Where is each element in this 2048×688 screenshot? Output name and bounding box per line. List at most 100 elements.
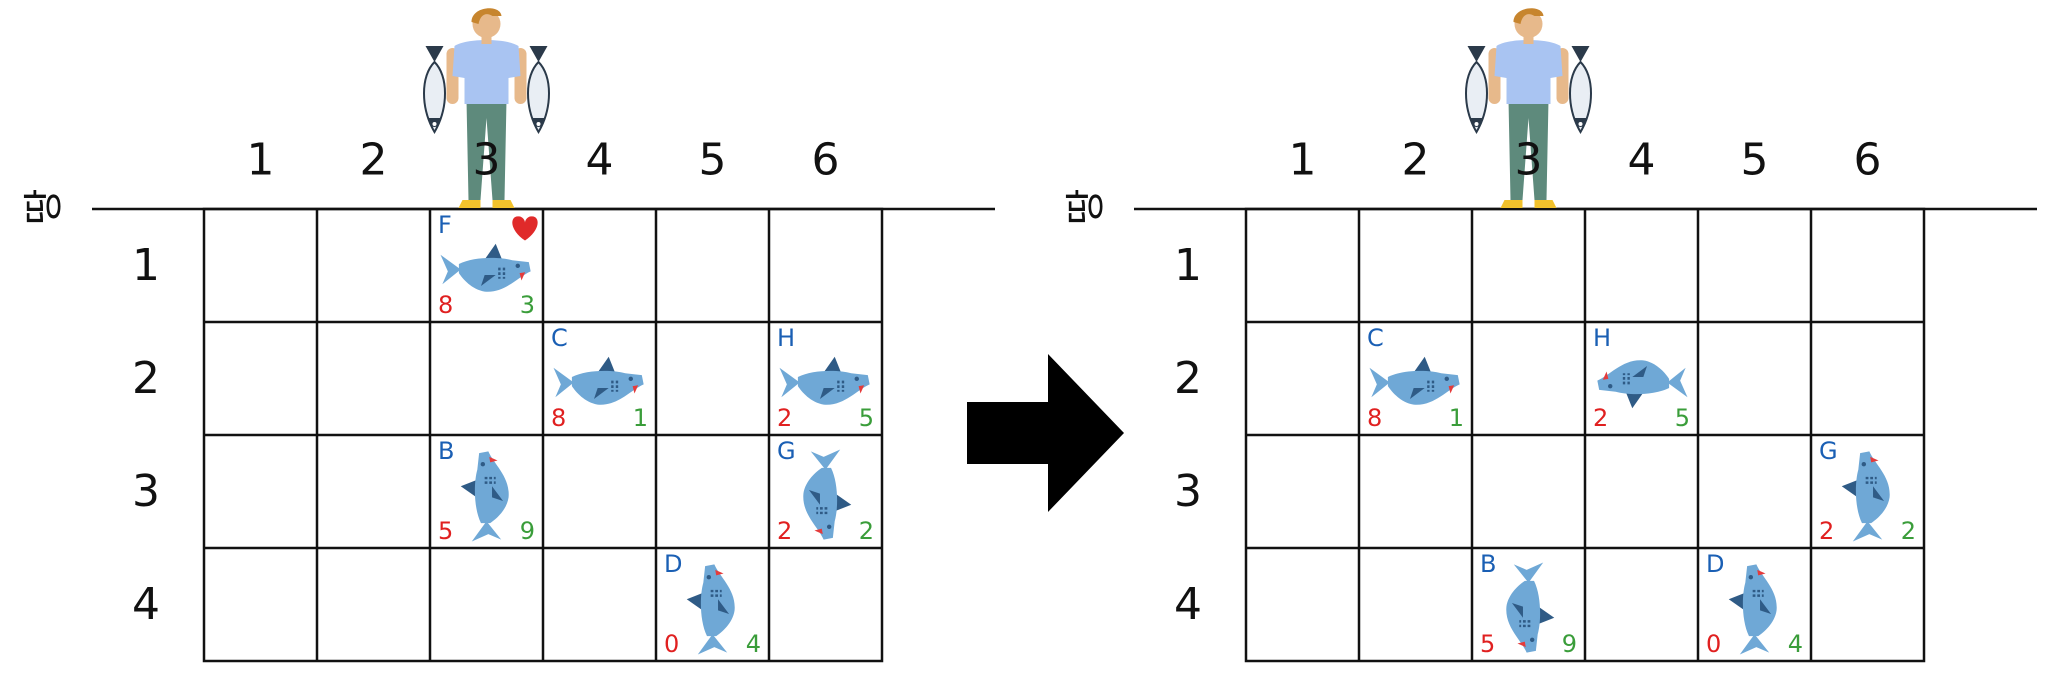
shark-eye: [826, 524, 832, 529]
person-shoe-right: [492, 200, 515, 208]
fish-tail: [1467, 46, 1486, 62]
person-shoe-left: [1500, 200, 1523, 208]
shark-tail: [471, 521, 502, 542]
shark-dorsal-fin: [1841, 478, 1861, 500]
row-label-4: 4: [132, 579, 160, 630]
person-shoe-left: [458, 200, 481, 208]
shark-mouth: [1757, 569, 1766, 576]
column-label-4: 4: [586, 135, 614, 186]
shark-eye: [1529, 637, 1535, 642]
fish-eye: [1474, 122, 1479, 126]
shark-pectoral-fin: [480, 275, 496, 287]
shark-red-number: 2: [1819, 517, 1834, 545]
fish-eye: [1578, 122, 1583, 126]
shark-red-number: 8: [438, 291, 453, 319]
row-label-3: 3: [132, 466, 160, 517]
row-label-1: 1: [132, 240, 160, 291]
shark-id-label: G: [1819, 437, 1838, 465]
shark-dorsal-fin: [1624, 389, 1646, 409]
person-pants: [466, 100, 507, 200]
shark-body: [797, 370, 870, 405]
person-shoe-right: [1534, 200, 1557, 208]
shark-body: [458, 257, 531, 292]
shark-green-number: 4: [746, 630, 761, 658]
shark-dorsal-fin: [595, 356, 617, 376]
shark-cell-D: D 0 4: [664, 550, 761, 658]
column-label-5: 5: [699, 135, 727, 186]
shark-mouth: [632, 385, 639, 394]
shark-red-number: 8: [551, 404, 566, 432]
shark-tail: [1739, 634, 1770, 655]
shark-icon: [1597, 360, 1688, 409]
shark-icon: [1506, 562, 1555, 653]
shark-mouth: [489, 456, 498, 463]
person-shirt: [452, 40, 521, 104]
shark-green-number: 9: [520, 517, 535, 545]
shark-dorsal-fin: [832, 491, 852, 513]
shark-red-number: 8: [1367, 404, 1382, 432]
fish-body: [1569, 60, 1592, 134]
fish-eye: [432, 122, 437, 126]
person-neck: [481, 34, 492, 44]
shark-eye: [1608, 383, 1613, 389]
shark-dorsal-fin: [821, 356, 843, 376]
shark-eye: [706, 575, 712, 580]
column-label-2: 2: [360, 135, 388, 186]
shark-body: [571, 370, 644, 405]
shark-id-label: C: [1367, 324, 1384, 352]
shark-body: [474, 451, 509, 524]
shark-body: [1742, 564, 1777, 637]
shark-id-label: C: [551, 324, 568, 352]
heart-icon: [512, 216, 538, 241]
shark-green-number: 9: [1562, 630, 1577, 658]
shark-red-number: 2: [1593, 404, 1608, 432]
fish-icon: [1465, 46, 1488, 134]
shark-body: [1506, 580, 1541, 653]
shark-tail: [440, 254, 461, 285]
shark-id-label: B: [438, 437, 454, 465]
shark-icon: [686, 564, 735, 655]
fish-icon: [1569, 46, 1592, 134]
shark-id-label: H: [777, 324, 795, 352]
shark-green-number: 1: [1449, 404, 1464, 432]
shark-tail: [553, 367, 574, 398]
shark-id-label: H: [1593, 324, 1611, 352]
shark-tail: [779, 367, 800, 398]
column-label-1: 1: [1289, 135, 1317, 186]
shark-red-number: 0: [1706, 630, 1721, 658]
shark-tail: [697, 634, 728, 655]
shark-mouth: [519, 272, 526, 281]
shark-icon: [460, 451, 509, 542]
fish-icon: [527, 46, 550, 134]
shark-green-number: 5: [859, 404, 874, 432]
shark-red-number: 2: [777, 517, 792, 545]
right-arrow-shape: [967, 354, 1124, 512]
column-label-5: 5: [1741, 135, 1769, 186]
shark-cell-B: B 5 9: [1480, 550, 1577, 658]
shark-id-label: B: [1480, 550, 1496, 578]
shark-red-number: 0: [664, 630, 679, 658]
shark-eye: [1748, 575, 1754, 580]
shark-green-number: 2: [1901, 517, 1916, 545]
shark-body: [1597, 360, 1670, 395]
shark-mouth: [1517, 641, 1526, 648]
ground-label: 땅: [21, 189, 67, 226]
fish-tail: [425, 46, 444, 62]
fish-icon: [423, 46, 446, 134]
shark-mouth: [1448, 385, 1455, 394]
shark-eye: [515, 263, 520, 269]
shark-green-number: 5: [1675, 404, 1690, 432]
shark-eye: [1861, 462, 1867, 467]
shark-eye: [854, 376, 859, 382]
shark-mouth: [1870, 456, 1879, 463]
shark-mouth: [814, 528, 823, 535]
shark-id-label: D: [664, 550, 682, 578]
person-pants: [1508, 100, 1549, 200]
shark-red-number: 5: [1480, 630, 1495, 658]
shark-dorsal-fin: [1535, 604, 1555, 626]
shark-icon: [440, 243, 531, 292]
